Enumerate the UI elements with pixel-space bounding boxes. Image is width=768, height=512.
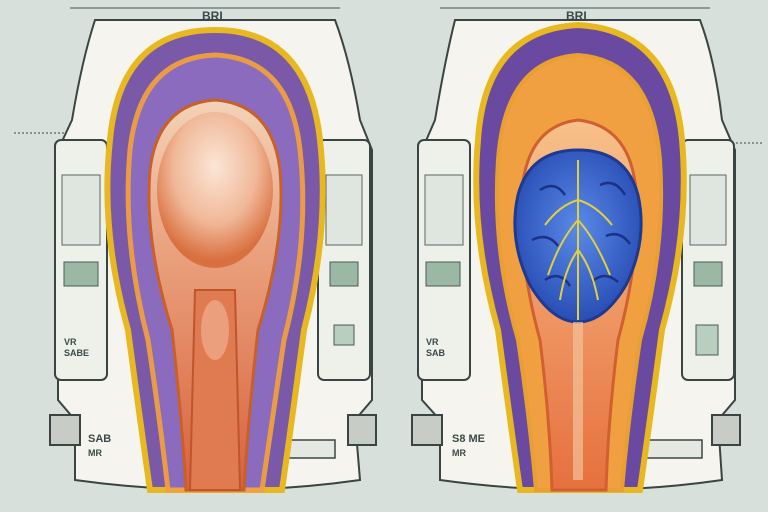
panel-display: [424, 174, 464, 246]
side-label-1: VR: [64, 337, 77, 347]
side-label-2: SAB: [426, 348, 446, 358]
bottom-label-2: MR: [88, 448, 102, 458]
top-label: BRI: [566, 9, 587, 23]
panel-screen: [63, 261, 99, 287]
bottom-label-2: MR: [452, 448, 466, 458]
left-scanner: BRI VR SABE SAB MR: [49, 9, 377, 493]
bulb-highlight: [157, 112, 273, 268]
panel-screen-2: [693, 261, 723, 287]
side-label-1: VR: [426, 337, 439, 347]
foot-left: [411, 414, 443, 446]
foot-right: [711, 414, 741, 446]
top-label: BRI: [202, 9, 223, 23]
panel-display-2: [689, 174, 727, 246]
panel-display-2: [325, 174, 363, 246]
panel-button: [695, 324, 719, 356]
side-label-2: SABE: [64, 348, 89, 358]
panel-screen: [425, 261, 461, 287]
foot-left: [49, 414, 81, 446]
foot-right: [347, 414, 377, 446]
nerves: [544, 160, 613, 320]
bottom-label-1: S8 ME: [452, 433, 485, 445]
brain-folds: [531, 181, 632, 287]
panel-display: [61, 174, 101, 246]
panel-screen-2: [329, 261, 359, 287]
panel-button: [333, 324, 355, 346]
bottom-label-1: SAB: [88, 433, 111, 445]
right-scanner: BRI VR SAB S8 ME MR: [411, 9, 741, 493]
